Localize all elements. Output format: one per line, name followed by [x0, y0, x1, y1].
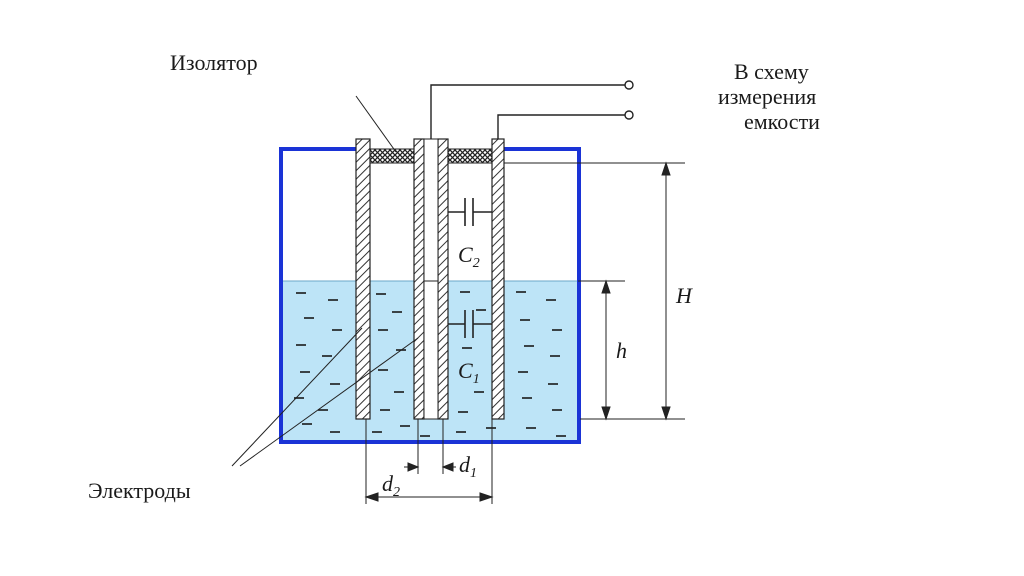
measurement-label-line1: В схему	[734, 59, 809, 84]
terminal-inner	[624, 80, 634, 90]
dimension-H	[504, 161, 685, 421]
dimension-d1	[404, 462, 456, 472]
height-total-label: H	[675, 283, 693, 308]
capacitor-c2-label: C2	[458, 242, 480, 271]
insulator-leader	[355, 95, 397, 153]
insulator-left	[369, 148, 415, 164]
inner-electrode-core	[423, 138, 439, 420]
insulator-right	[447, 148, 493, 164]
height-liquid-label: h	[616, 338, 627, 363]
measurement-label-line2: измерения	[718, 84, 816, 109]
electrode-leader-1	[231, 327, 363, 467]
tank-wall	[279, 147, 581, 444]
terminal-outer	[624, 110, 634, 120]
inner-electrode-left	[413, 138, 425, 420]
dimension-h	[578, 279, 625, 421]
diameter-d2-label: d2	[382, 471, 400, 500]
capacitor-c2-symbol	[448, 198, 492, 226]
wire-inner	[430, 84, 625, 139]
diameter-d1-label: d1	[459, 452, 477, 481]
capacitor-c1-symbol	[448, 310, 492, 338]
liquid-dashes	[294, 291, 566, 437]
dimension-d2	[364, 492, 494, 502]
inner-electrode-right	[437, 138, 449, 420]
outer-electrode-right	[491, 138, 505, 420]
capacitor-c1-label: C1	[458, 358, 480, 387]
outer-electrode-left	[355, 138, 371, 420]
electrode-leader-2	[239, 337, 419, 467]
dimension-extensions	[365, 419, 493, 504]
measurement-label-line3: емкости	[744, 109, 820, 134]
electrodes-label: Электроды	[88, 478, 191, 503]
insulator-label: Изолятор	[170, 50, 258, 75]
wire-outer	[497, 114, 625, 139]
